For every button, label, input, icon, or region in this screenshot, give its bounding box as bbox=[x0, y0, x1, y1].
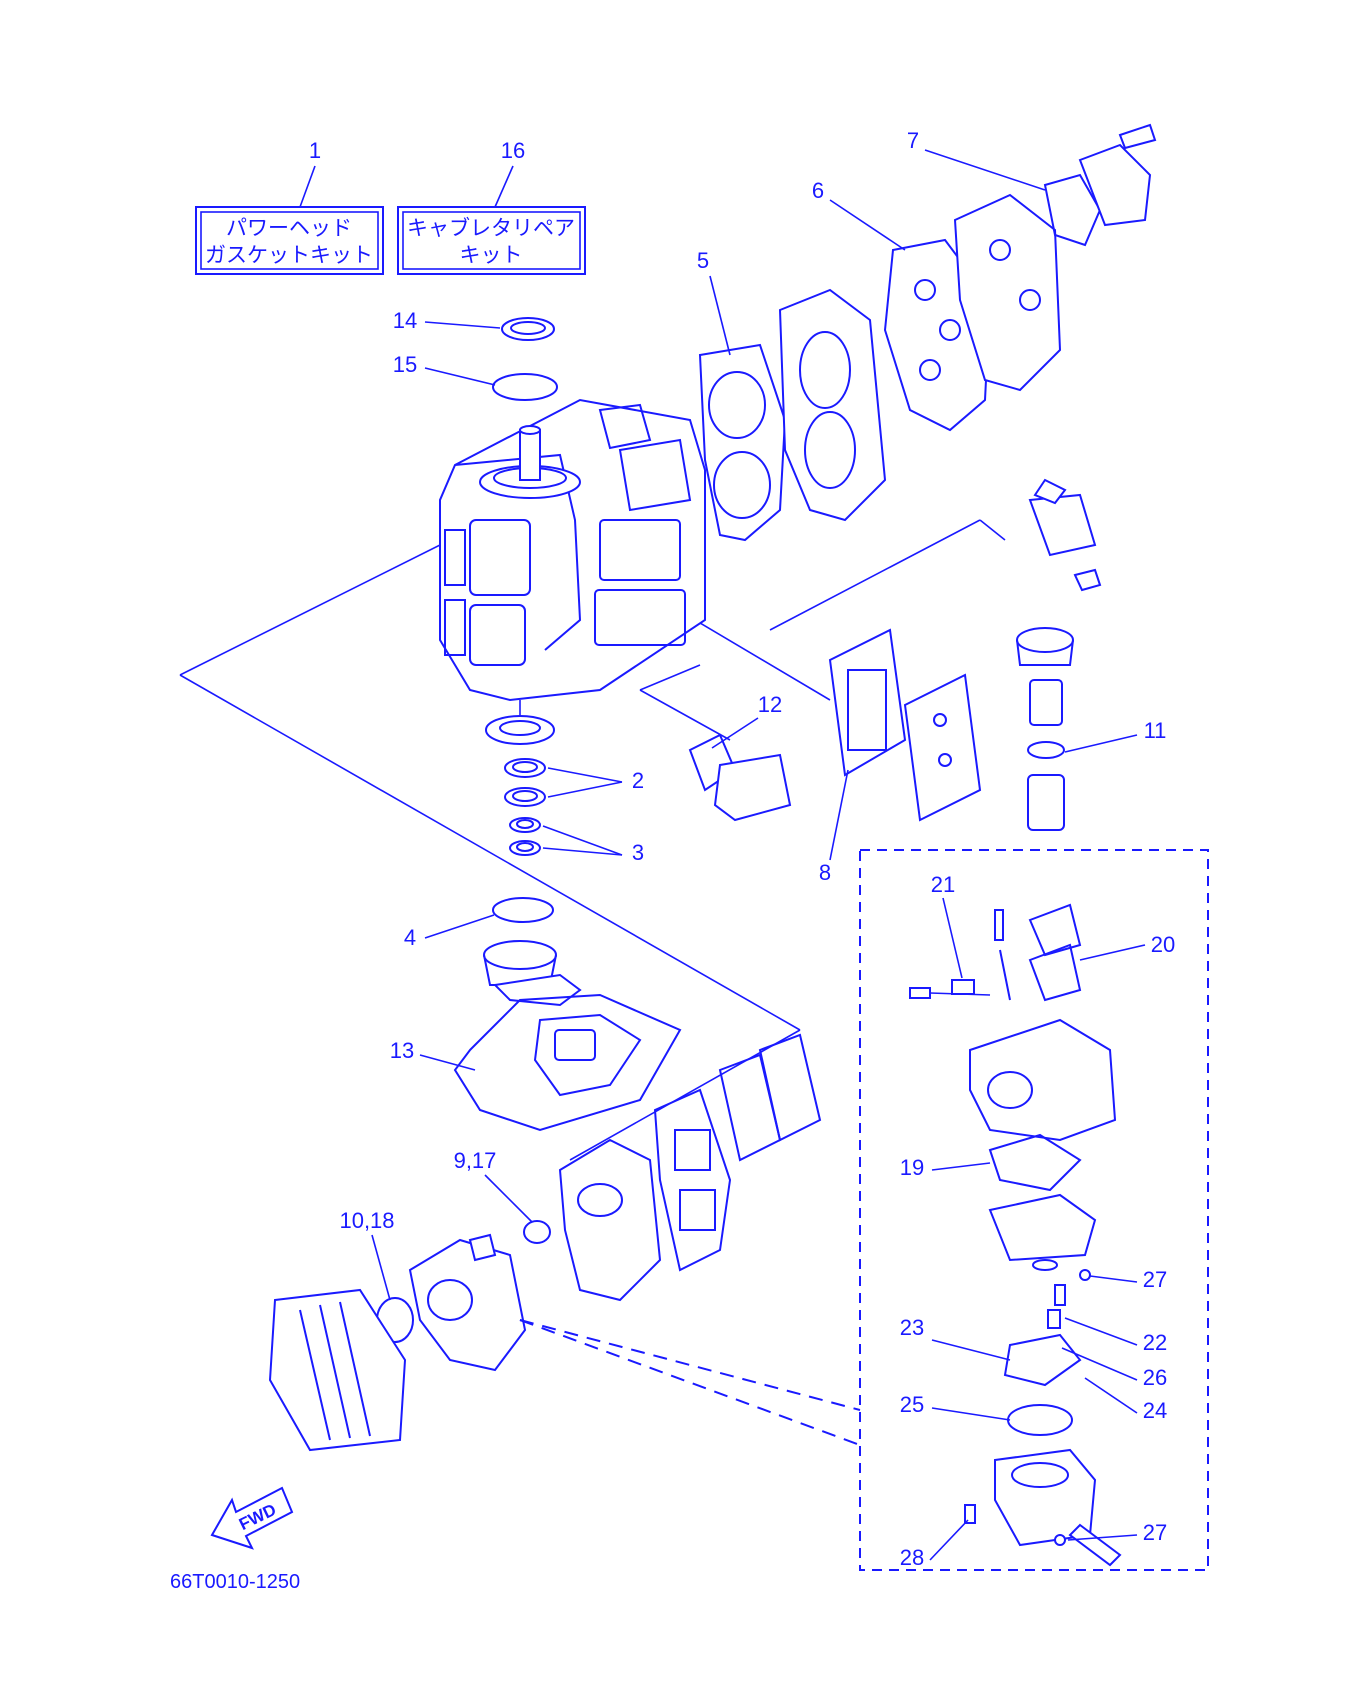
fuel-filter-assembly bbox=[1016, 478, 1102, 831]
callout-21: 21 bbox=[931, 872, 955, 897]
oil-seals-2 bbox=[504, 758, 546, 807]
water-pump-dashed-frame bbox=[519, 849, 1209, 1571]
o-ring-15 bbox=[492, 373, 558, 401]
callout-16: 16 bbox=[501, 138, 525, 163]
gasket-8 bbox=[828, 628, 907, 777]
kit-box-power-head-gasket[interactable]: パワーヘッド ガスケットキット bbox=[195, 206, 384, 275]
callout-9-17: 9,17 bbox=[454, 1148, 497, 1173]
cylinder-head bbox=[778, 288, 887, 522]
callout-5: 5 bbox=[697, 248, 709, 273]
kit-16-line1: キャブレタリペア bbox=[407, 216, 575, 240]
thermostat-cover bbox=[1078, 123, 1157, 227]
callout-23: 23 bbox=[900, 1315, 924, 1340]
callout-24: 24 bbox=[1143, 1398, 1167, 1423]
callout-11: 11 bbox=[1144, 718, 1167, 743]
callout-27-lower: 27 bbox=[1143, 1520, 1167, 1545]
callout-12: 12 bbox=[758, 692, 782, 717]
kit-box-carburetor-repair[interactable]: キャブレタリペア キット bbox=[397, 206, 586, 275]
lower-seal-housing bbox=[485, 700, 555, 745]
callout-14: 14 bbox=[393, 308, 417, 333]
callout-4: 4 bbox=[404, 925, 416, 950]
o-ring-9-17 bbox=[523, 1220, 551, 1244]
carb-body-inset bbox=[909, 903, 1117, 1142]
kit-1-line1: パワーヘッド bbox=[226, 216, 352, 240]
callout-8: 8 bbox=[819, 860, 831, 885]
intake-manifold bbox=[558, 1138, 662, 1302]
kit-1-line2: ガスケットキット bbox=[205, 243, 373, 267]
cover-plate bbox=[903, 673, 982, 822]
callout-2: 2 bbox=[632, 768, 644, 793]
callout-27-upper: 27 bbox=[1143, 1267, 1167, 1292]
callout-28: 28 bbox=[900, 1545, 924, 1570]
callout-22: 22 bbox=[1143, 1330, 1167, 1355]
callout-26: 26 bbox=[1143, 1365, 1167, 1390]
carburetor bbox=[408, 1233, 527, 1372]
fwd-arrow-icon: FWD bbox=[210, 1486, 294, 1550]
callout-20: 20 bbox=[1151, 932, 1175, 957]
engine-block bbox=[439, 398, 706, 702]
callout-6: 6 bbox=[812, 178, 824, 203]
reed-valve-gaskets bbox=[718, 1033, 822, 1162]
callout-3: 3 bbox=[632, 840, 644, 865]
callout-7: 7 bbox=[907, 128, 919, 153]
callout-10-18: 10,18 bbox=[339, 1208, 394, 1233]
callout-1: 1 bbox=[309, 138, 321, 163]
thermostat-gasket-7 bbox=[1043, 173, 1102, 247]
callout-15: 15 bbox=[393, 352, 417, 377]
diagram-code: 66T0010-1250 bbox=[170, 1571, 300, 1593]
o-ring-4 bbox=[492, 897, 554, 923]
silencer bbox=[268, 1288, 407, 1452]
oil-seals-3 bbox=[509, 817, 541, 856]
callout-13: 13 bbox=[390, 1038, 414, 1063]
head-cover bbox=[953, 193, 1062, 392]
lower-bearing-housing bbox=[483, 940, 582, 1007]
water-pump-parts bbox=[964, 1133, 1122, 1567]
kit-16-line2: キット bbox=[460, 243, 523, 267]
gasket-13 bbox=[453, 993, 682, 1132]
head-gasket-5 bbox=[698, 343, 787, 542]
fuel-pump-12 bbox=[688, 733, 792, 822]
head-cover-gasket-6 bbox=[883, 238, 992, 432]
oil-seal-14 bbox=[501, 317, 555, 341]
callout-25: 25 bbox=[900, 1392, 924, 1417]
reed-valve-plate bbox=[653, 1088, 732, 1272]
callout-19: 19 bbox=[900, 1155, 924, 1180]
